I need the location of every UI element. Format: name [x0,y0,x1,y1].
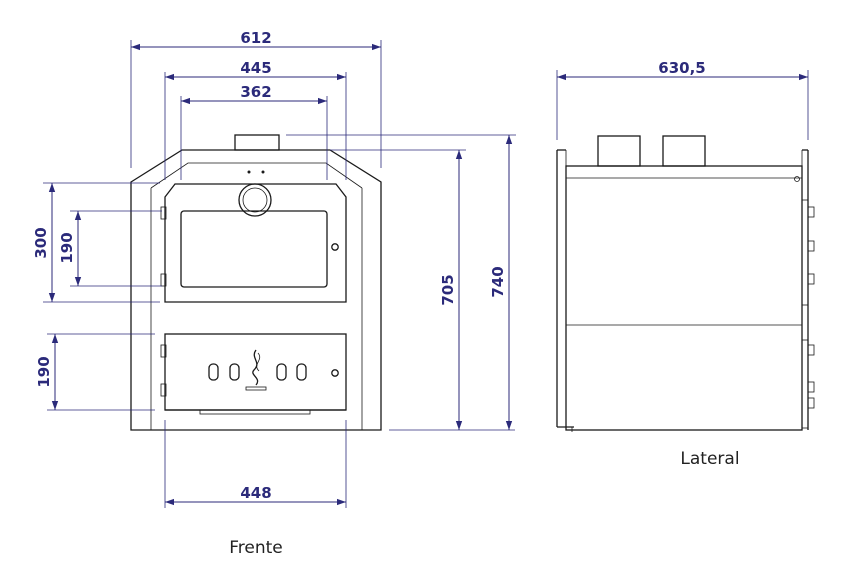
thermometer-icon [238,183,272,217]
dim-445: 445 [240,59,271,77]
dim-740: 740 [489,266,507,297]
front-caption: Frente [229,538,283,558]
dim-705: 705 [439,274,457,305]
side-view [556,135,815,432]
front-view [130,134,382,431]
side-body [565,165,803,431]
front-firebox-door [164,333,347,411]
dim-612: 612 [240,29,271,47]
side-dimensions: 630,5 [556,59,809,140]
side-flue-collar-1 [597,135,641,167]
side-caption: Lateral [680,449,739,469]
front-inner-bevel [150,162,363,189]
front-dimensions: 612 445 362 448 300 190 190 705 740 [32,29,516,508]
flame-logo-icon [252,349,259,386]
front-oven-window [180,210,328,288]
side-flue-collar-2 [662,135,706,167]
front-flue-collar [234,134,280,151]
oven-handle-icon [331,243,339,251]
dim-190-firebox: 190 [35,356,53,387]
front-oven-door [164,183,347,303]
dim-630: 630,5 [658,59,705,77]
dim-190-oven: 190 [58,232,76,263]
dim-448: 448 [240,484,271,502]
dim-362: 362 [240,83,271,101]
dim-300: 300 [32,227,50,258]
front-outer-body [130,149,382,431]
firebox-handle-icon [331,369,339,377]
